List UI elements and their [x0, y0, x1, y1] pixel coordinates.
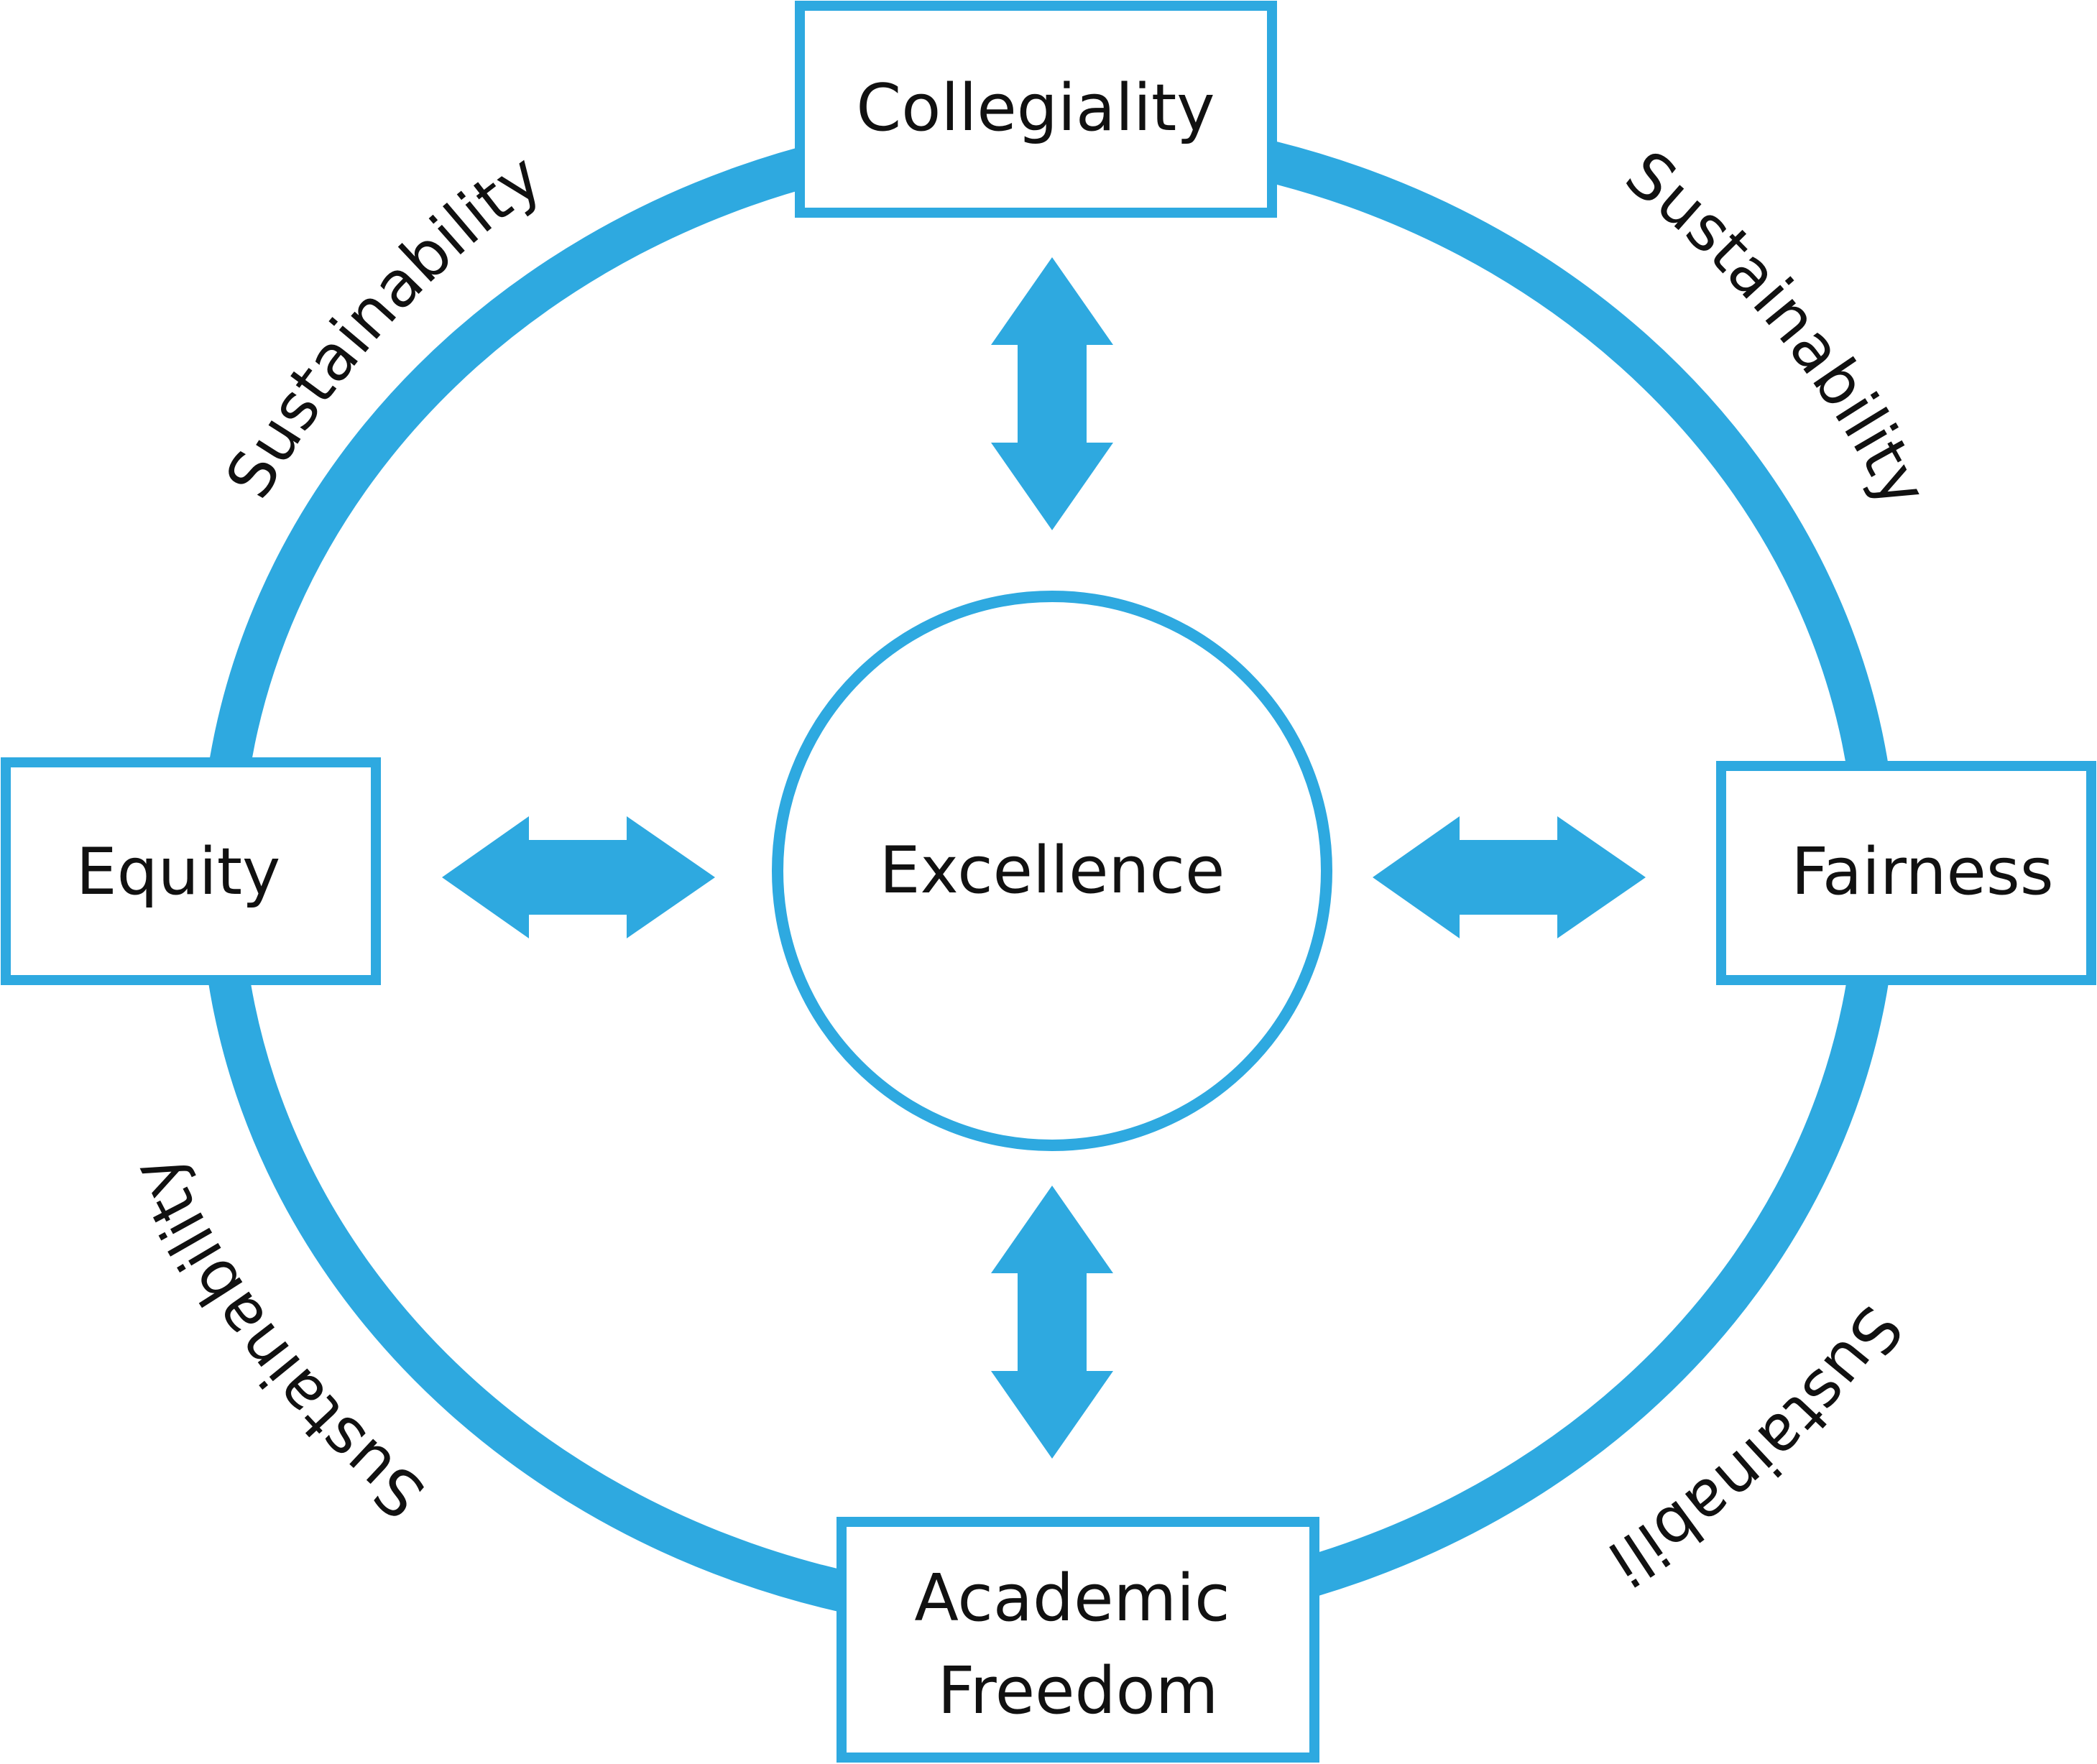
- node-fairness: Fairness: [1716, 761, 2096, 985]
- arc-label-bottom-right: Sustainabili: [1596, 1293, 1917, 1600]
- double-arrow-icon-bottom: [991, 1186, 1113, 1459]
- node-equity: Equity: [1, 757, 381, 985]
- node-academic-freedom-line1: Academic: [914, 1561, 1230, 1636]
- node-academic-freedom-line2: Freedom: [938, 1653, 1219, 1729]
- arc-label-top-right: Sustainability: [1612, 137, 1942, 519]
- node-academic-freedom: Academic Freedom: [837, 1517, 1319, 1763]
- node-fairness-label: Fairness: [1791, 834, 2053, 910]
- double-arrow-icon-left: [442, 816, 715, 938]
- double-arrow-icon-right: [1373, 816, 1646, 938]
- center-circle: [772, 591, 1332, 1151]
- node-collegiality-label: Collegiality: [856, 70, 1215, 146]
- node-collegiality: Collegiality: [795, 1, 1277, 218]
- double-arrow-icon-top: [991, 257, 1113, 530]
- center-label: Excellence: [880, 833, 1225, 908]
- node-equity-label: Equity: [76, 834, 281, 910]
